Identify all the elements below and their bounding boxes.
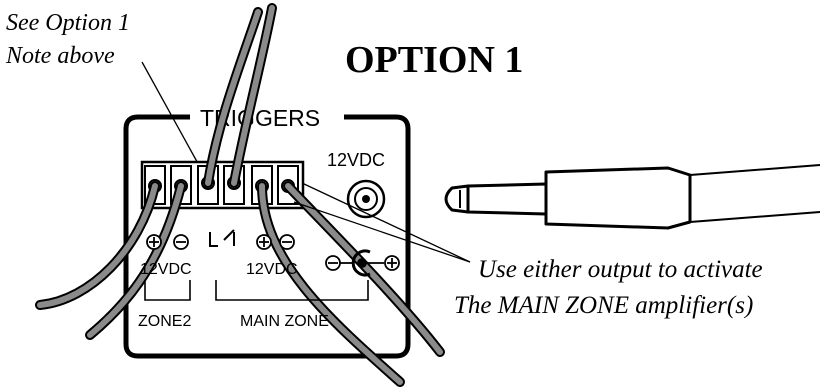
zone2-voltage-label: 12VDC bbox=[140, 261, 192, 278]
relay-contact-symbol bbox=[209, 229, 235, 247]
callout-leader-2 bbox=[301, 182, 471, 263]
callout-line-1: Use either output to activate bbox=[478, 256, 763, 283]
zone2-name-label: ZONE2 bbox=[138, 313, 191, 330]
main-zone-bracket bbox=[215, 280, 369, 301]
note-line-1: See Option 1 bbox=[6, 10, 130, 36]
main-zone-name-label: MAIN ZONE bbox=[240, 313, 329, 330]
zone2-bracket bbox=[144, 280, 191, 301]
note-leader-line bbox=[141, 61, 207, 179]
terminal-block bbox=[140, 160, 305, 210]
callout-line-2: The MAIN ZONE amplifier(s) bbox=[454, 292, 753, 319]
diagram-title: OPTION 1 bbox=[345, 39, 523, 81]
dc-plug-connector bbox=[444, 164, 820, 230]
callout-leader-1 bbox=[293, 201, 471, 263]
dc-jack-socket bbox=[346, 179, 386, 219]
jack-polarity-symbol bbox=[325, 249, 400, 277]
jack-voltage-label: 12VDC bbox=[327, 150, 385, 170]
note-line-2: Note above bbox=[5, 43, 115, 69]
polarity-symbols bbox=[146, 234, 295, 250]
trigger-panel-outline bbox=[123, 114, 411, 359]
main-voltage-label: 12VDC bbox=[246, 261, 298, 278]
wires bbox=[35, 3, 445, 387]
